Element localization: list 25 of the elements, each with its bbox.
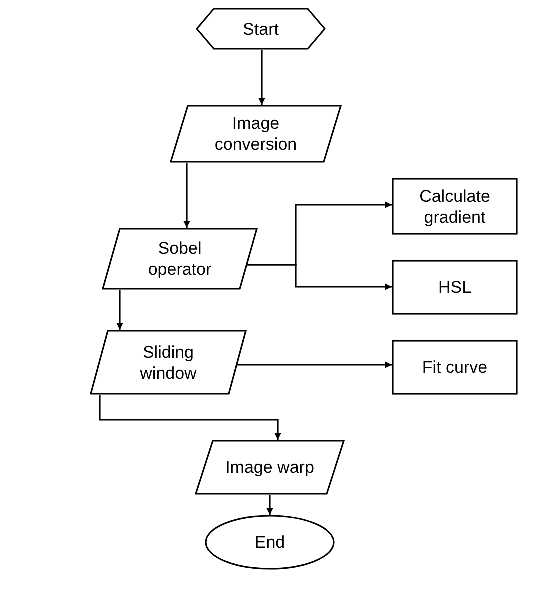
process-parallelogram — [102, 228, 258, 290]
node-label: Start — [243, 18, 279, 40]
node-label: Sliding window — [139, 342, 198, 384]
process-parallelogram — [195, 440, 345, 495]
process-parallelogram — [170, 105, 342, 163]
end-terminal — [205, 515, 335, 570]
arrow — [99, 395, 282, 440]
arrow — [237, 362, 392, 368]
arrow — [266, 495, 274, 515]
node-label: Calculate gradient — [418, 186, 492, 228]
process-parallelogram — [90, 330, 247, 395]
node-label: Image conversion — [214, 113, 298, 155]
process-box — [392, 260, 518, 315]
node-label: Image warp — [226, 457, 314, 478]
arrow — [184, 163, 190, 228]
start-terminal — [196, 8, 326, 50]
node-label: Fit curve — [422, 357, 488, 378]
arrow — [247, 264, 392, 290]
process-box — [392, 178, 518, 235]
process-box — [392, 340, 518, 395]
node-label: HSL — [438, 277, 472, 298]
node-label: End — [254, 532, 286, 553]
arrow — [116, 290, 124, 330]
arrow — [258, 50, 266, 105]
node-label: Sobel operator — [147, 238, 213, 280]
